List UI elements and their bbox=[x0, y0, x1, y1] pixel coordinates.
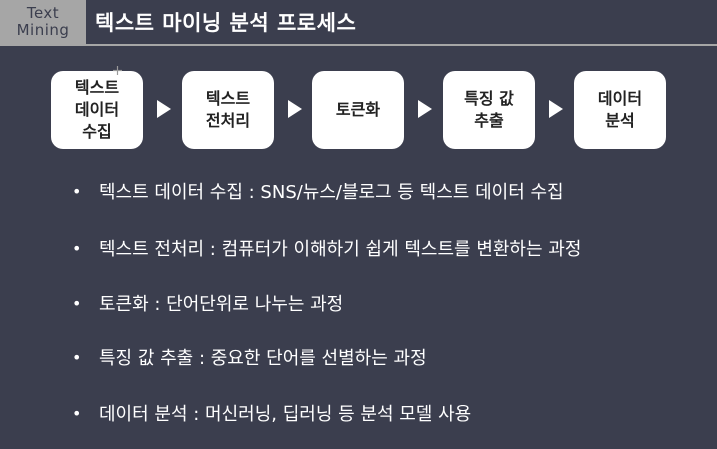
slide-title: 텍스트 마이닝 분석 프로세스 bbox=[95, 11, 357, 35]
bullet-icon: • bbox=[72, 181, 82, 201]
slide-header: Text Mining 텍스트 마이닝 분석 프로세스 bbox=[0, 0, 717, 44]
list-item-text: 텍스트 데이터 수집 : SNS/뉴스/블로그 등 텍스트 데이터 수집 bbox=[99, 182, 564, 203]
list-item: • 토큰화 : 단어단위로 나누는 과정 bbox=[72, 291, 344, 316]
flow-step-feature-extraction: 특징 값 추출 bbox=[443, 71, 535, 149]
flow-arrow-icon bbox=[157, 100, 171, 118]
header-divider bbox=[0, 44, 717, 46]
list-item: • 텍스트 전처리 : 컴퓨터가 이해하기 쉽게 텍스트를 변환하는 과정 bbox=[72, 236, 582, 261]
list-item-text: 특징 값 추출 : 중요한 단어를 선별하는 과정 bbox=[99, 348, 427, 369]
flow-arrow-icon bbox=[288, 100, 302, 118]
flow-arrow-icon bbox=[549, 100, 563, 118]
section-tag: Text Mining bbox=[0, 0, 86, 44]
list-item-text: 토큰화 : 단어단위로 나누는 과정 bbox=[99, 294, 344, 315]
bullet-icon: • bbox=[72, 238, 82, 258]
list-item: • 특징 값 추출 : 중요한 단어를 선별하는 과정 bbox=[72, 345, 427, 370]
section-tag-line2: Mining bbox=[16, 21, 70, 39]
flow-step-tokenization: 토큰화 bbox=[312, 71, 404, 149]
list-item-text: 데이터 분석 : 머신러닝, 딥러닝 등 분석 모델 사용 bbox=[99, 404, 472, 425]
flow-step-data-analysis: 데이터 분석 bbox=[574, 71, 666, 149]
list-item: • 데이터 분석 : 머신러닝, 딥러닝 등 분석 모델 사용 bbox=[72, 401, 472, 426]
flow-step-preprocessing: 텍스트 전처리 bbox=[182, 71, 274, 149]
flow-arrow-icon bbox=[418, 100, 432, 118]
crosshair-cursor-icon bbox=[113, 66, 122, 75]
bullet-icon: • bbox=[72, 403, 82, 423]
section-tag-line1: Text bbox=[26, 4, 60, 22]
bullet-icon: • bbox=[72, 347, 82, 367]
flow-step-data-collection: 텍스트 데이터 수집 bbox=[51, 71, 143, 149]
list-item: • 텍스트 데이터 수집 : SNS/뉴스/블로그 등 텍스트 데이터 수집 bbox=[72, 179, 564, 204]
list-item-text: 텍스트 전처리 : 컴퓨터가 이해하기 쉽게 텍스트를 변환하는 과정 bbox=[99, 239, 582, 260]
bullet-icon: • bbox=[72, 293, 82, 313]
process-flow: 텍스트 데이터 수집 텍스트 전처리 토큰화 특징 값 추출 데이터 분석 bbox=[0, 0, 717, 160]
